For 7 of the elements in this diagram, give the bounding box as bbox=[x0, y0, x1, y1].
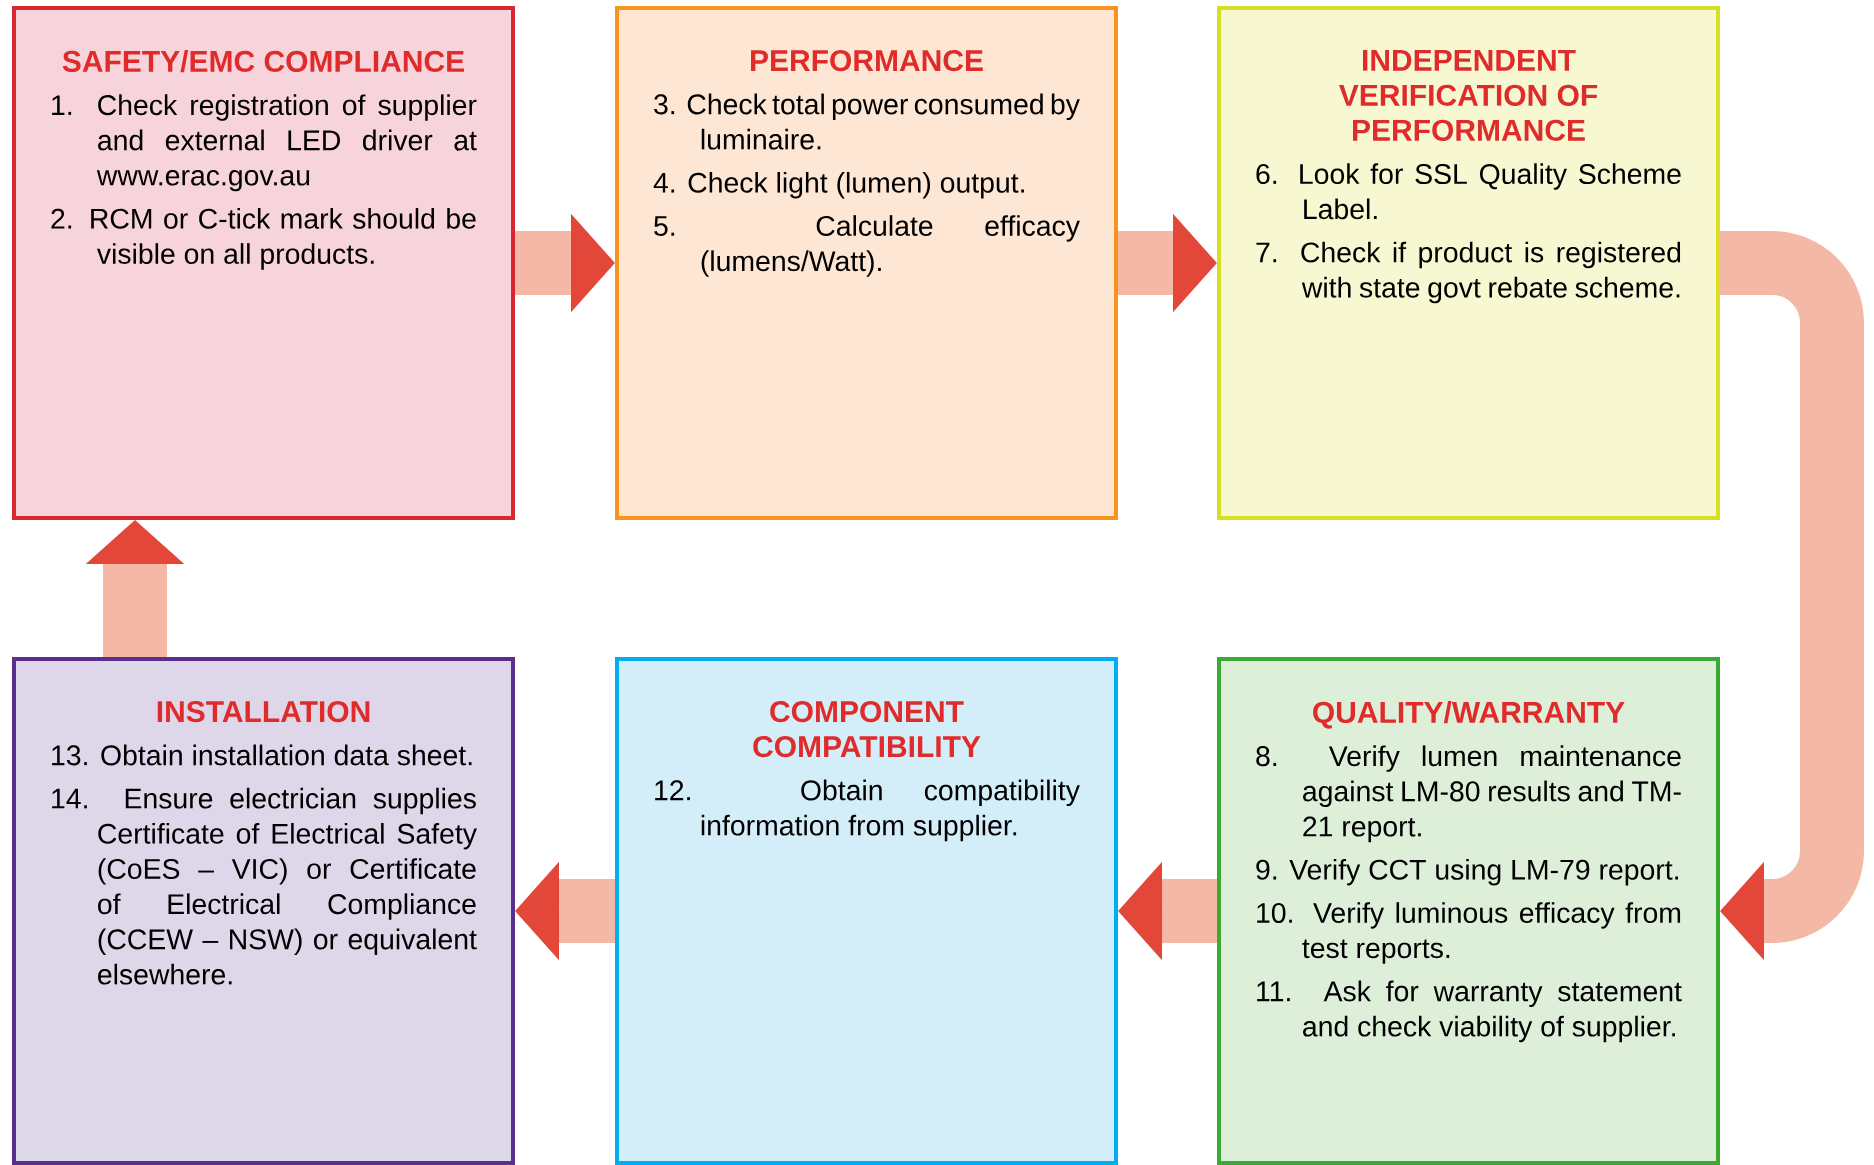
step-box: COMPONENT COMPATIBILITY 12. Obtain compatibility information from supplier. bbox=[615, 657, 1118, 1165]
step-box: INSTALLATION 13. Obtain installation data sheet. 14. Ensure electrician supplies Certificate of Electrical Safety (CoES – VIC) or Certificate of Electrical Compliance (CCEW – NSW) or equivalent elsewhere. bbox=[12, 657, 515, 1165]
step-box: INDEPENDENT VERIFICATION OF PERFORMANCE 6. Look for SSL Quality Scheme Label. 7. Check if product is registered with state govt rebate scheme. bbox=[1217, 6, 1720, 520]
step-box: PERFORMANCE 3. Check total power consumed by luminaire. 4. Check light (lumen) output. 5. Calculate efficacy (lumens/Watt). bbox=[615, 6, 1118, 520]
step-box: SAFETY/EMC COMPLIANCE 1. Check registration of supplier and external LED driver at www.erac.gov.au 2. RCM or C-tick mark should be visible on all products. bbox=[12, 6, 515, 520]
step-box: QUALITY/WARRANTY 8. Verify lumen maintenance against LM-80 results and TM-21 report. 9. Verify CCT using LM-79 report. 10. Verify luminous efficacy from test reports. 11. Ask for warranty statement and check viability of supplier. bbox=[1217, 657, 1720, 1165]
arrow bbox=[1720, 231, 1864, 961]
